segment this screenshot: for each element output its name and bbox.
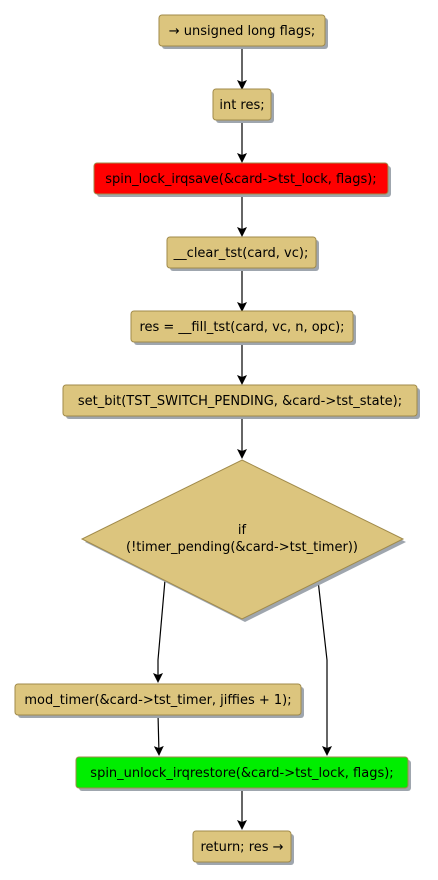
node-lock-label: spin_lock_irqsave(&card->tst_lock, flags… [105,172,376,187]
node-fill: res = __fill_tst(card, vc, n, opc); [130,310,356,345]
edge-mod-to-unlock [153,713,164,756]
node-mod-timer: mod_timer(&card->tst_timer, jiffies + 1)… [14,683,304,718]
node-setbit-label: set_bit(TST_SWITCH_PENDING, &card->tst_s… [78,394,402,409]
node-condition-label-line2: (!timer_pending(&card->tst_timer)) [126,540,358,555]
node-mod-timer-label: mod_timer(&card->tst_timer, jiffies + 1)… [24,693,291,708]
node-lock: spin_lock_irqsave(&card->tst_lock, flags… [93,162,391,197]
edge-cond-to-mod [153,579,166,683]
node-decl-res: int res; [212,88,274,123]
node-fill-label: res = __fill_tst(card, vc, n, opc); [139,320,344,335]
node-clear-label: __clear_tst(card, vc); [173,246,309,261]
edge-cond-to-unlock [317,579,332,756]
node-unlock: spin_unlock_irqrestore(&card->tst_lock, … [75,756,411,791]
node-decl-flags-label: → unsigned long flags; [169,24,316,39]
node-setbit: set_bit(TST_SWITCH_PENDING, &card->tst_s… [62,384,420,419]
node-condition: if (!timer_pending(&card->tst_timer)) [80,459,406,622]
node-decl-res-label: int res; [219,98,264,113]
node-return-label: return; res → [200,840,283,855]
node-decl-flags: → unsigned long flags; [158,14,328,49]
node-clear: __clear_tst(card, vc); [166,236,319,271]
edges [153,46,332,830]
node-unlock-label: spin_unlock_irqrestore(&card->tst_lock, … [90,766,393,781]
node-return: return; res → [192,830,294,865]
node-condition-label-line1: if [238,523,247,538]
